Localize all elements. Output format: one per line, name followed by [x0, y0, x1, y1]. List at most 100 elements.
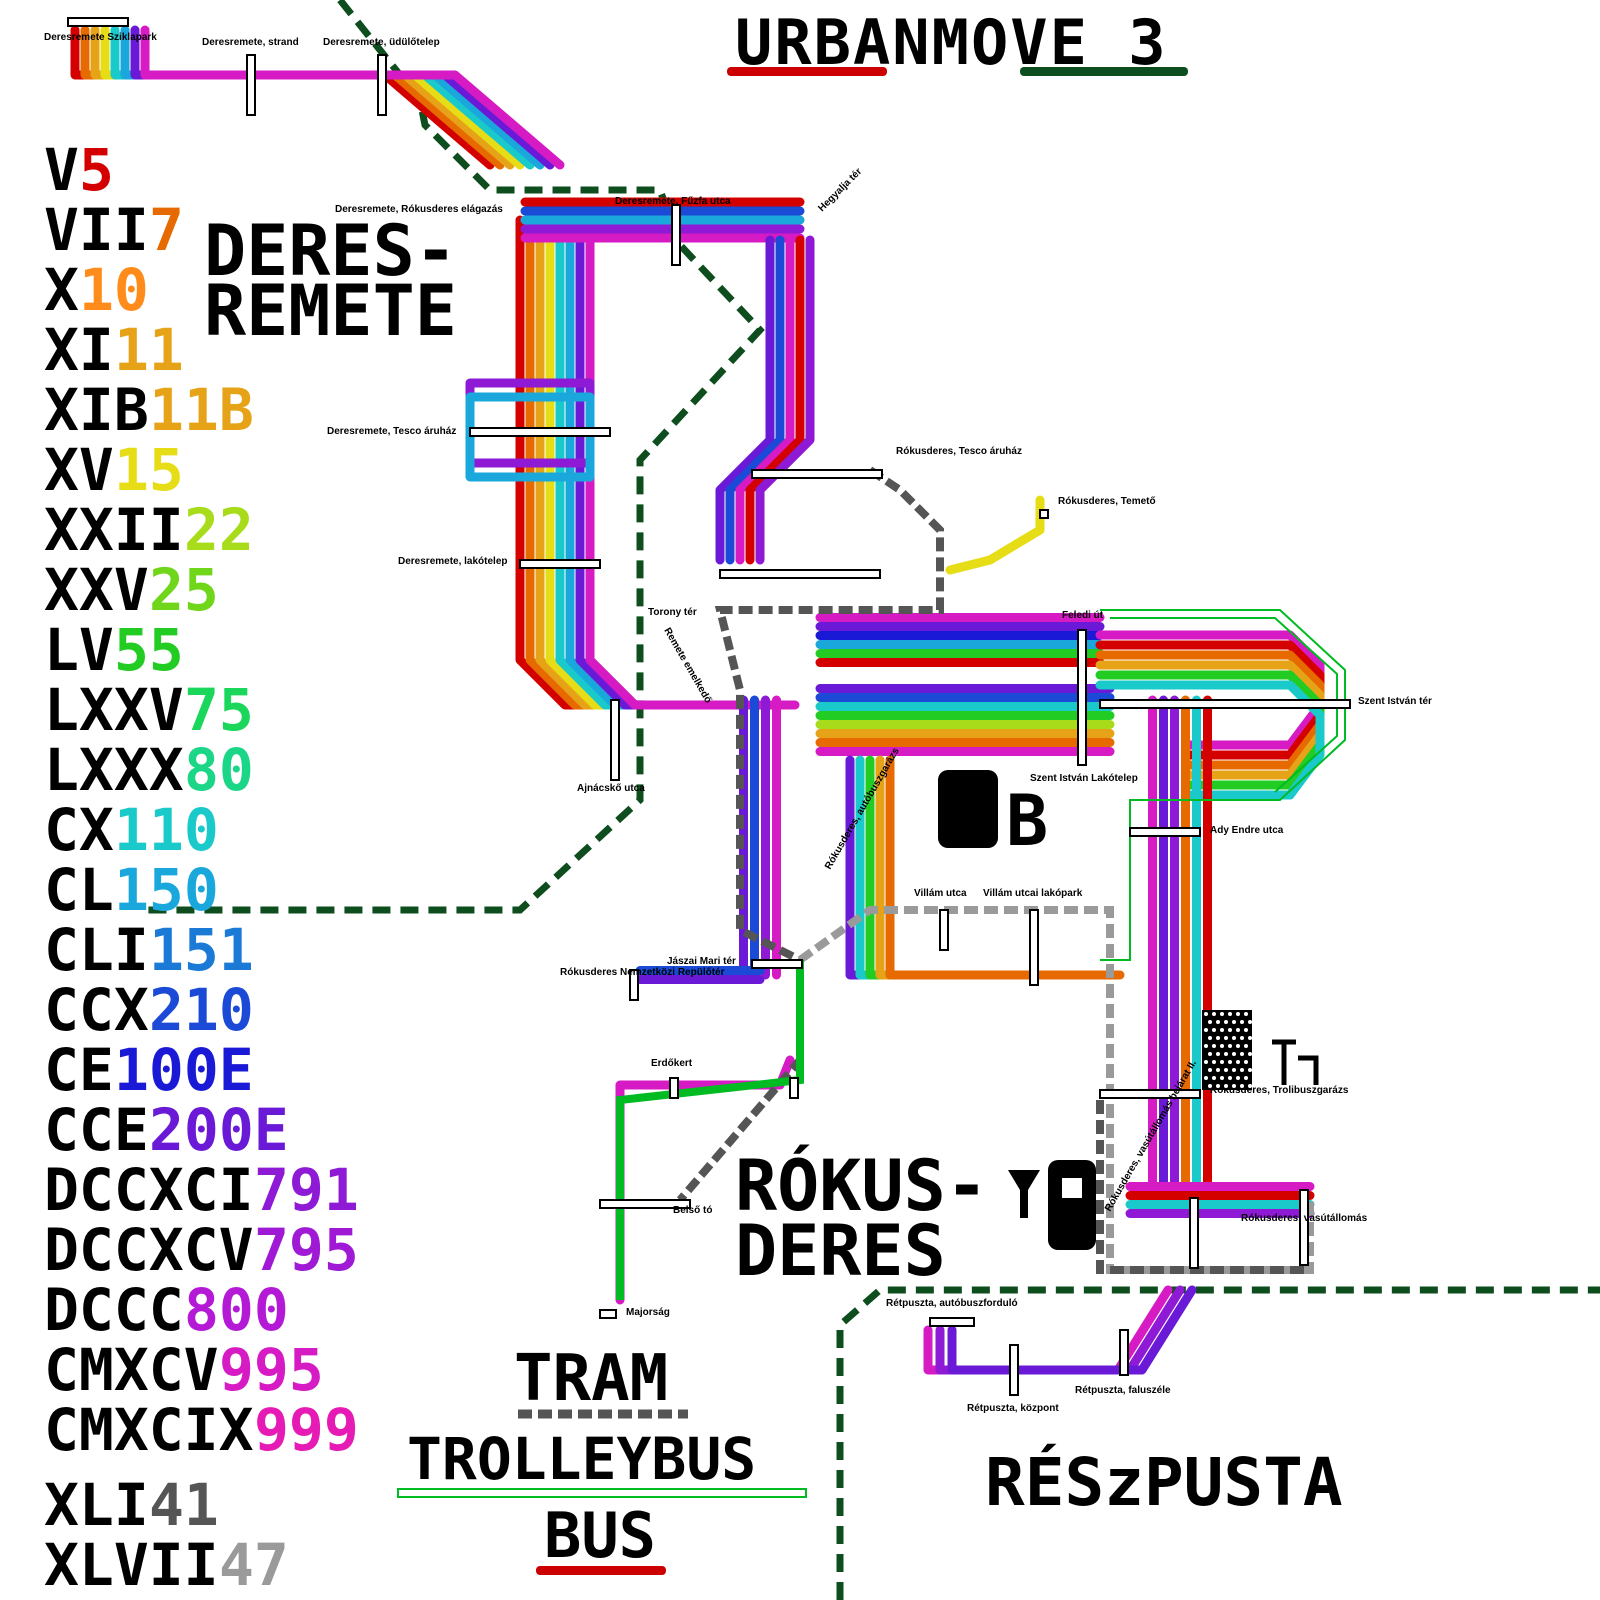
legend-line-number: 11B: [149, 376, 254, 444]
legend-line-number: 150: [114, 856, 219, 924]
route-bundle-tesco: [465, 392, 595, 482]
station-marker[interactable]: [519, 559, 601, 569]
station-label: Majorság: [626, 1307, 670, 1318]
bus-legend-line: [536, 1566, 666, 1575]
station-marker[interactable]: [751, 959, 803, 969]
legend-line-number: 795: [254, 1216, 359, 1284]
station-marker[interactable]: [1189, 1197, 1199, 1269]
station-marker[interactable]: [67, 17, 129, 27]
station-marker[interactable]: [719, 569, 881, 579]
station-marker[interactable]: [929, 1317, 975, 1327]
mode-legend-trolleybus: TROLLEYBUS: [407, 1425, 756, 1493]
station-label: Ady Endre utca: [1210, 825, 1284, 836]
title-block: URBANMOVE 3: [727, 6, 1188, 79]
tram-41-east: [1096, 1100, 1310, 1274]
station-marker[interactable]: [469, 427, 611, 437]
legend-line-number: 10: [79, 256, 149, 324]
legend-roman-numeral: CX: [44, 796, 114, 864]
station-label: Deresremete, lakótelep: [398, 556, 508, 567]
station-label: Rétpuszta, faluszéle: [1075, 1385, 1171, 1396]
legend-roman-numeral: XLI: [44, 1471, 149, 1539]
station-marker[interactable]: [377, 54, 387, 116]
legend-roman-numeral: CL: [44, 856, 114, 924]
station-marker[interactable]: [610, 699, 620, 781]
legend-roman-numeral: DCCXCI: [44, 1156, 254, 1224]
legend-roman-numeral: DCCXCV: [44, 1216, 254, 1284]
legend-line-number: 151: [149, 916, 254, 984]
station-label: Rókusderes, Tesco áruház: [896, 446, 1022, 457]
legend-roman-numeral: LXXV: [44, 676, 184, 744]
legend-roman-numeral: CLI: [44, 916, 149, 984]
legend-line-number: 7: [149, 196, 184, 264]
legend-line-number: 15: [114, 436, 184, 504]
route-bundle-temeto: [945, 495, 1045, 575]
legend-line-number: 22: [184, 496, 254, 564]
title-underline-bus: [727, 67, 887, 76]
route-bundle-hegyalja: [735, 235, 795, 565]
bus-garage-icon: B: [938, 770, 1048, 862]
mode-legend: TRAM TROLLEYBUS BUS: [397, 1342, 807, 1575]
station-label: Rókusderes, Trolibuszgarázs: [1210, 1085, 1349, 1096]
station-label: Villám utca: [914, 888, 967, 899]
legend-roman-numeral: XI: [44, 316, 114, 384]
station-marker[interactable]: [669, 1077, 679, 1099]
legend-line-number: 999: [254, 1396, 359, 1464]
trolleybus-legend-line: [397, 1488, 807, 1498]
station-marker[interactable]: [1129, 827, 1201, 837]
station-marker[interactable]: [1099, 1089, 1201, 1099]
legend-roman-numeral: DCCC: [44, 1276, 184, 1344]
station-marker[interactable]: [671, 204, 681, 266]
legend-line-number: 11: [114, 316, 184, 384]
legend-line-number: 47: [219, 1531, 289, 1599]
district-names: DERES- REMETE RÓKUS- DERES RÉSzPUSTA: [204, 210, 1343, 1521]
legend-roman-numeral: XLVII: [44, 1531, 219, 1599]
route-bundle-villam: [885, 755, 1125, 980]
legend-line-number: 5: [79, 136, 114, 204]
station-label: Deresremete, Tesco áruház: [327, 426, 456, 437]
station-marker[interactable]: [629, 969, 639, 1001]
district-name: RÓKUS-: [735, 1145, 988, 1227]
station-label: Rókusderes Nemzetközi Repülőtér: [560, 967, 725, 978]
station-marker[interactable]: [1009, 1344, 1019, 1396]
station-label: Deresremete, Rókusderes elágazás: [335, 204, 503, 215]
legend-roman-numeral: CCX: [44, 976, 149, 1044]
route-bundle-hegyalja: [745, 235, 805, 565]
svg-text:B: B: [1006, 780, 1048, 862]
station-label: Feledi út: [1062, 610, 1104, 621]
route-bundle-hegyalja: [725, 235, 785, 565]
legend-line-number: 791: [254, 1156, 359, 1224]
station-markers: [67, 17, 1351, 1396]
map-title: URBANMOVE 3: [735, 6, 1168, 79]
station-marker[interactable]: [1099, 699, 1351, 709]
station-label: Szent István tér: [1358, 696, 1432, 707]
station-marker[interactable]: [1077, 629, 1087, 766]
trolleybus-garage-icon: [1202, 1010, 1252, 1090]
route-bundles: [70, 25, 1325, 1375]
station-marker[interactable]: [1029, 909, 1039, 986]
legend-line-number: 200E: [149, 1096, 289, 1164]
station-marker[interactable]: [1039, 509, 1049, 519]
legend-roman-numeral: CMXCV: [44, 1336, 219, 1404]
trolleybus-loop-inner: [1110, 617, 1338, 793]
railway-station-icon: [1008, 1160, 1096, 1250]
route-bundle-hegyalja: [755, 235, 815, 565]
district-name: DERES: [735, 1210, 946, 1292]
route-bundle-szent-istvan-loop: [1095, 680, 1325, 800]
station-label: Remete emelkedő: [661, 626, 713, 705]
station-marker[interactable]: [599, 1199, 691, 1209]
station-label: Szent István Lakótelep: [1030, 773, 1138, 784]
station-marker[interactable]: [751, 469, 883, 479]
legend-line-number: 41: [149, 1471, 219, 1539]
legend-roman-numeral: XXII: [44, 496, 184, 564]
station-marker[interactable]: [789, 1077, 799, 1099]
station-marker[interactable]: [246, 54, 256, 116]
mode-legend-tram: TRAM: [514, 1342, 668, 1416]
station-label: Ajnácskő utca: [577, 783, 645, 794]
station-marker[interactable]: [939, 909, 949, 951]
legend-line-number: 100E: [114, 1036, 254, 1104]
station-marker[interactable]: [599, 1309, 617, 1319]
station-label: Deresremete, strand: [202, 37, 299, 48]
station-marker[interactable]: [1119, 1329, 1129, 1376]
station-label: Deresremete, üdülőtelep: [323, 37, 440, 48]
station-marker[interactable]: [1299, 1189, 1309, 1266]
